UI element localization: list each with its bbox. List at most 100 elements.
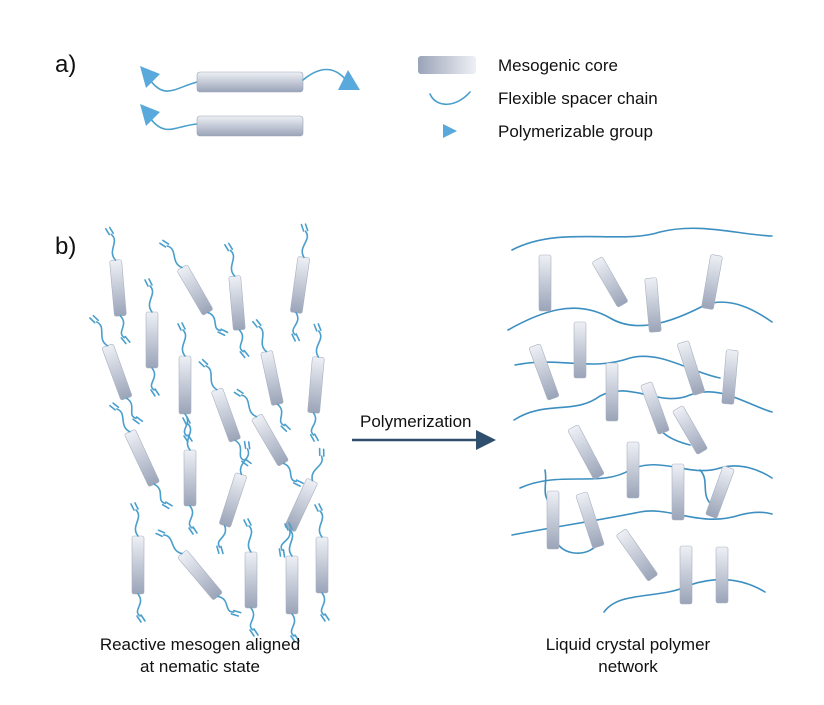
- mesogen-molecule: [89, 314, 144, 425]
- spacer-chain: [125, 397, 137, 420]
- polymer-chain-line: [519, 463, 773, 489]
- vinyl-group: [239, 349, 250, 359]
- mesogen-molecule: [290, 223, 310, 342]
- spacer-chain: [188, 505, 194, 529]
- mesogenic-core: [605, 362, 619, 422]
- mesogenic-core: [307, 356, 325, 414]
- legend-core-swatch: [418, 56, 476, 74]
- mesogenic-core: [715, 546, 729, 604]
- mesogen-molecule: [679, 545, 693, 605]
- mesogenic-core: [219, 472, 247, 528]
- mesogen-molecule: [144, 278, 160, 397]
- mesogenic-core: [290, 256, 310, 314]
- spacer-chain: [119, 315, 126, 339]
- mesogen-molecule: [182, 416, 198, 535]
- mesogen-molecule: [243, 518, 259, 637]
- left-caption-line2: at nematic state: [140, 657, 260, 676]
- legend-group-label: Polymerizable group: [498, 122, 653, 141]
- spacer-chain: [149, 79, 198, 92]
- vinyl-group: [224, 242, 234, 252]
- spacer-chain: [95, 321, 109, 347]
- spacer-chain: [205, 365, 218, 391]
- vinyl-group: [320, 613, 330, 622]
- spacer-chain: [166, 245, 183, 269]
- spacer-chain: [311, 455, 323, 482]
- mesogen-molecule: [644, 277, 662, 333]
- mesogen-molecule: [567, 424, 605, 480]
- spacer-chain: [186, 423, 192, 451]
- spacer-chain: [183, 413, 189, 437]
- vinyl-group: [155, 529, 166, 538]
- legend-group-icon: [443, 124, 457, 138]
- mesogenic-core: [679, 545, 693, 605]
- mesogen-molecule: [705, 465, 735, 519]
- right-caption-line1: Liquid crystal polymer: [546, 635, 711, 654]
- spacer-chain: [162, 534, 183, 555]
- molecule-schematic-top: [140, 66, 360, 93]
- spacer-chain: [150, 367, 156, 391]
- vinyl-group: [318, 447, 325, 457]
- polymerization-label: Polymerization: [360, 412, 472, 431]
- spacer-chain: [310, 412, 317, 436]
- mesogenic-core: [102, 343, 132, 401]
- mesogenic-core: [183, 449, 197, 507]
- vinyl-group: [216, 545, 224, 555]
- mesogenic-core: [616, 529, 658, 581]
- mesogen-molecule: [546, 490, 560, 550]
- mesogenic-core: [251, 414, 289, 466]
- mesogen-molecule: [177, 322, 193, 443]
- panel-a-label: a): [55, 51, 76, 78]
- vinyl-group: [109, 402, 120, 411]
- spacer-chain: [238, 329, 245, 353]
- spacer-chain: [301, 230, 309, 259]
- reactive-mesogen-ensemble: [89, 223, 330, 643]
- mesogenic-core: [131, 535, 145, 595]
- panel-b-label: b): [55, 233, 76, 260]
- vinyl-group: [300, 223, 309, 232]
- vinyl-group: [136, 614, 146, 623]
- mesogenic-core: [721, 349, 739, 405]
- mesogenic-core: [567, 424, 605, 480]
- spacer-chain: [234, 439, 246, 462]
- spacer-chain: [181, 329, 187, 357]
- polymer-chain-line: [511, 510, 773, 536]
- spacer-chain: [292, 311, 299, 336]
- spacer-chain: [134, 509, 140, 537]
- mesogen-molecule: [701, 254, 723, 310]
- legend-spacer-label: Flexible spacer chain: [498, 89, 658, 108]
- vinyl-group: [188, 526, 198, 535]
- vinyl-group: [278, 548, 286, 558]
- polymer-chain-line: [511, 227, 773, 251]
- vinyl-group: [243, 440, 251, 450]
- spacer-chain: [302, 68, 347, 81]
- mesogen-molecule: [605, 362, 619, 422]
- spacer-chain: [320, 592, 326, 616]
- mesogen-molecule: [252, 319, 291, 432]
- vinyl-group: [292, 479, 304, 487]
- mesogen-molecule: [224, 242, 250, 359]
- mesogen-molecule: [529, 343, 559, 401]
- vinyl-group: [144, 278, 153, 287]
- mesogenic-core: [573, 321, 587, 379]
- mesogenic-core: [671, 463, 685, 521]
- mesogenic-core: [228, 275, 246, 331]
- vinyl-group: [130, 502, 139, 511]
- mesogen-molecule: [284, 522, 300, 643]
- mesogenic-core: [109, 259, 127, 317]
- vinyl-group: [313, 323, 322, 332]
- vinyl-group: [182, 416, 191, 425]
- vinyl-group: [291, 333, 301, 342]
- vinyl-group: [159, 239, 170, 248]
- mesogen-molecule: [626, 441, 640, 499]
- mesogenic-core: [124, 429, 160, 487]
- vinyl-group: [233, 388, 244, 397]
- mesogenic-core: [177, 550, 223, 600]
- spacer-chain: [247, 525, 253, 553]
- vinyl-group: [120, 335, 131, 345]
- vinyl-group: [89, 314, 99, 324]
- mesogen-molecule: [677, 340, 705, 396]
- mesogenic-core: [575, 491, 605, 549]
- polymer-chain-line: [699, 469, 713, 506]
- mesogen-molecule: [672, 405, 708, 455]
- mesogen-molecule: [715, 546, 729, 604]
